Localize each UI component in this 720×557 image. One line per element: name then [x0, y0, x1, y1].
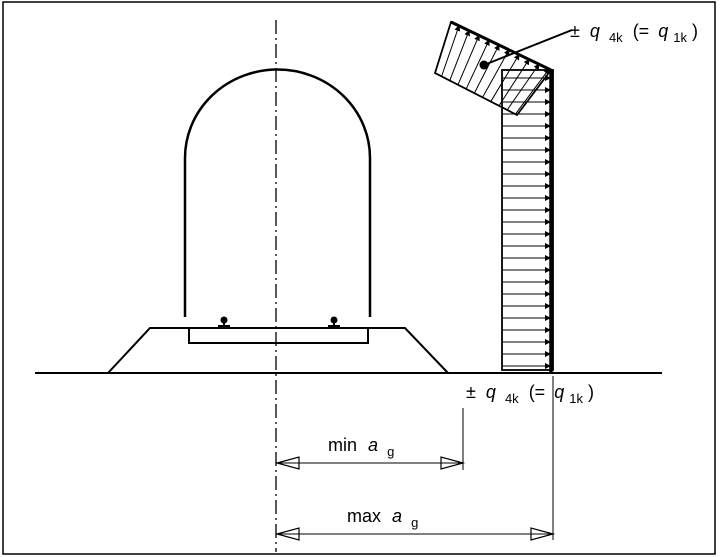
- max-distance-dimension: max a g: [274, 376, 556, 541]
- load-arrow: [506, 63, 540, 111]
- label-leader-line: [483, 29, 573, 66]
- rail-left: [218, 316, 230, 328]
- top-load-label: ± q 4k (= q 1k ): [570, 21, 698, 46]
- max-distance-label: max a g: [347, 506, 418, 530]
- load-arrow: [465, 39, 490, 90]
- load-arrow: [441, 24, 461, 77]
- min-distance-dimension: min a g: [274, 408, 466, 470]
- load-arrow: [514, 68, 550, 115]
- sleeper: [188, 327, 369, 344]
- bottom-load-label: ± q 4k (= q 1k ): [466, 382, 594, 407]
- ballast-bed: [107, 327, 449, 374]
- rail-right: [328, 316, 340, 328]
- load-arrow: [473, 44, 500, 94]
- load-arrow: [449, 29, 471, 81]
- min-distance-label: min a g: [328, 435, 394, 459]
- vehicle-gauge-outline: [183, 68, 372, 317]
- load-arrow: [490, 53, 520, 102]
- inclined-pressure-diagram: [433, 20, 553, 117]
- vertical-pressure-diagram: [501, 69, 554, 372]
- load-arrow: [457, 34, 480, 85]
- load-arrow: [498, 58, 530, 107]
- leader-dot: [479, 60, 489, 70]
